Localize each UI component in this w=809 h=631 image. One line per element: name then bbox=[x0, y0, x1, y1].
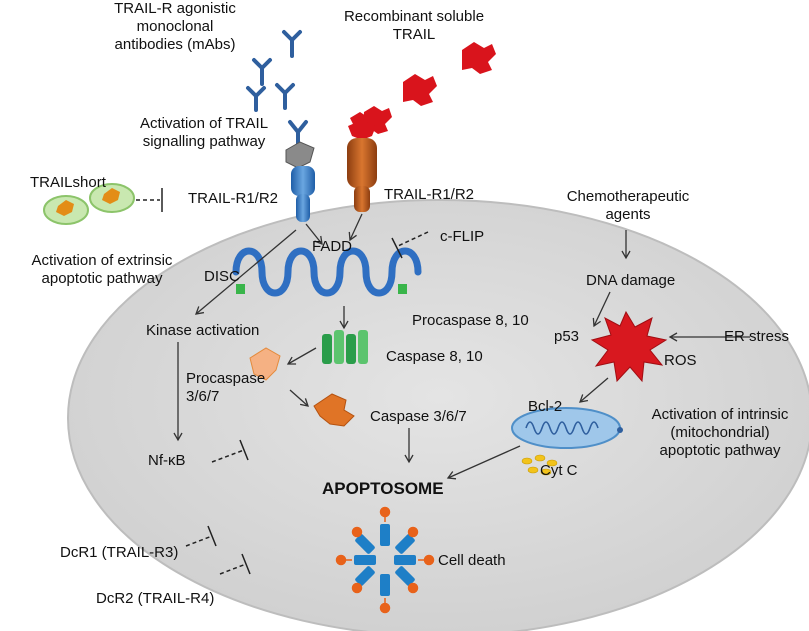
label-procaspase-8-10: Procaspase 8, 10 bbox=[412, 312, 529, 329]
inhibit-cflip-line bbox=[397, 231, 429, 247]
disc-green-left bbox=[236, 284, 245, 294]
arrow-right-receptor-to-fadd bbox=[348, 213, 363, 242]
label-disc: DISC bbox=[204, 268, 240, 285]
inhibit-dcr1-bar bbox=[207, 525, 217, 547]
label-trail-r-left: TRAIL-R1/R2 bbox=[188, 190, 279, 207]
label-trailshort: TRAILshort bbox=[30, 174, 106, 191]
trailshort-icon bbox=[43, 183, 135, 225]
apoptosome-icon bbox=[335, 506, 435, 614]
caspase-8-10-icon bbox=[322, 330, 368, 364]
arrow-dna-to-p53 bbox=[592, 291, 611, 328]
label-cflip: c-FLIP bbox=[440, 228, 485, 245]
arrow-receptors-to-fadd bbox=[305, 223, 323, 246]
disc-green-right bbox=[398, 284, 407, 294]
label-dcr1: DcR1 (TRAIL-R3) bbox=[60, 544, 179, 561]
caspase-3-6-7-icon bbox=[313, 393, 355, 427]
trail-receptor-left bbox=[291, 166, 315, 222]
inhibit-dcr1-line bbox=[185, 535, 213, 547]
label-bcl2: Bcl-2 bbox=[528, 398, 563, 415]
arrow-receptor-to-kinase bbox=[194, 229, 297, 315]
arrow-procaspase367-to-caspase367 bbox=[289, 389, 309, 407]
antibody-icon bbox=[246, 30, 302, 112]
disc-complex-icon bbox=[232, 247, 422, 297]
inhibit-cflip-bar bbox=[391, 237, 403, 259]
label-cytc: Cyt C bbox=[540, 462, 578, 479]
trail-receptor-right bbox=[347, 120, 377, 212]
label-dna-damage: DNA damage bbox=[586, 272, 676, 289]
trailshort-bound-icon bbox=[285, 141, 315, 169]
label-caspase-8-10: Caspase 8, 10 bbox=[386, 348, 483, 365]
arrow-cytc-to-apoptosome bbox=[446, 445, 521, 480]
label-ros: ROS bbox=[664, 352, 697, 369]
label-dcr2: DcR2 (TRAIL-R4) bbox=[96, 590, 215, 607]
label-intrinsic: Activation of intrinsic(mitochondrial)ap… bbox=[651, 406, 789, 459]
arrow-caspase8-to-procaspase367 bbox=[286, 347, 317, 365]
ros-star-icon bbox=[590, 310, 668, 383]
cell-body bbox=[67, 199, 809, 631]
label-caspase-3-6-7: Caspase 3/6/7 bbox=[370, 408, 467, 425]
inhibit-nfkb-bar bbox=[239, 439, 249, 461]
recombinant-trail-icon bbox=[350, 42, 496, 134]
label-trail-r-right: TRAIL-R1/R2 bbox=[384, 186, 475, 203]
cytc-icon bbox=[521, 454, 558, 476]
inhibit-nfkb-line bbox=[211, 449, 245, 463]
arrow-ros-to-bcl2 bbox=[579, 377, 609, 403]
label-er-stress: ER stress bbox=[724, 328, 790, 345]
label-cell-death: Cell death bbox=[438, 552, 506, 569]
procaspase-3-6-7-icon bbox=[249, 347, 281, 381]
label-nfkb: Nf-κB bbox=[148, 452, 186, 469]
label-fadd: FADD bbox=[312, 238, 353, 255]
label-apoptosome: APOPTOSOME bbox=[322, 479, 444, 498]
mitochondrion-icon bbox=[511, 407, 623, 449]
label-p53: p53 bbox=[554, 328, 580, 345]
inhibit-dcr2-line bbox=[219, 563, 247, 575]
label-kinase: Kinase activation bbox=[146, 322, 260, 339]
inhibit-dcr2-bar bbox=[241, 553, 251, 575]
